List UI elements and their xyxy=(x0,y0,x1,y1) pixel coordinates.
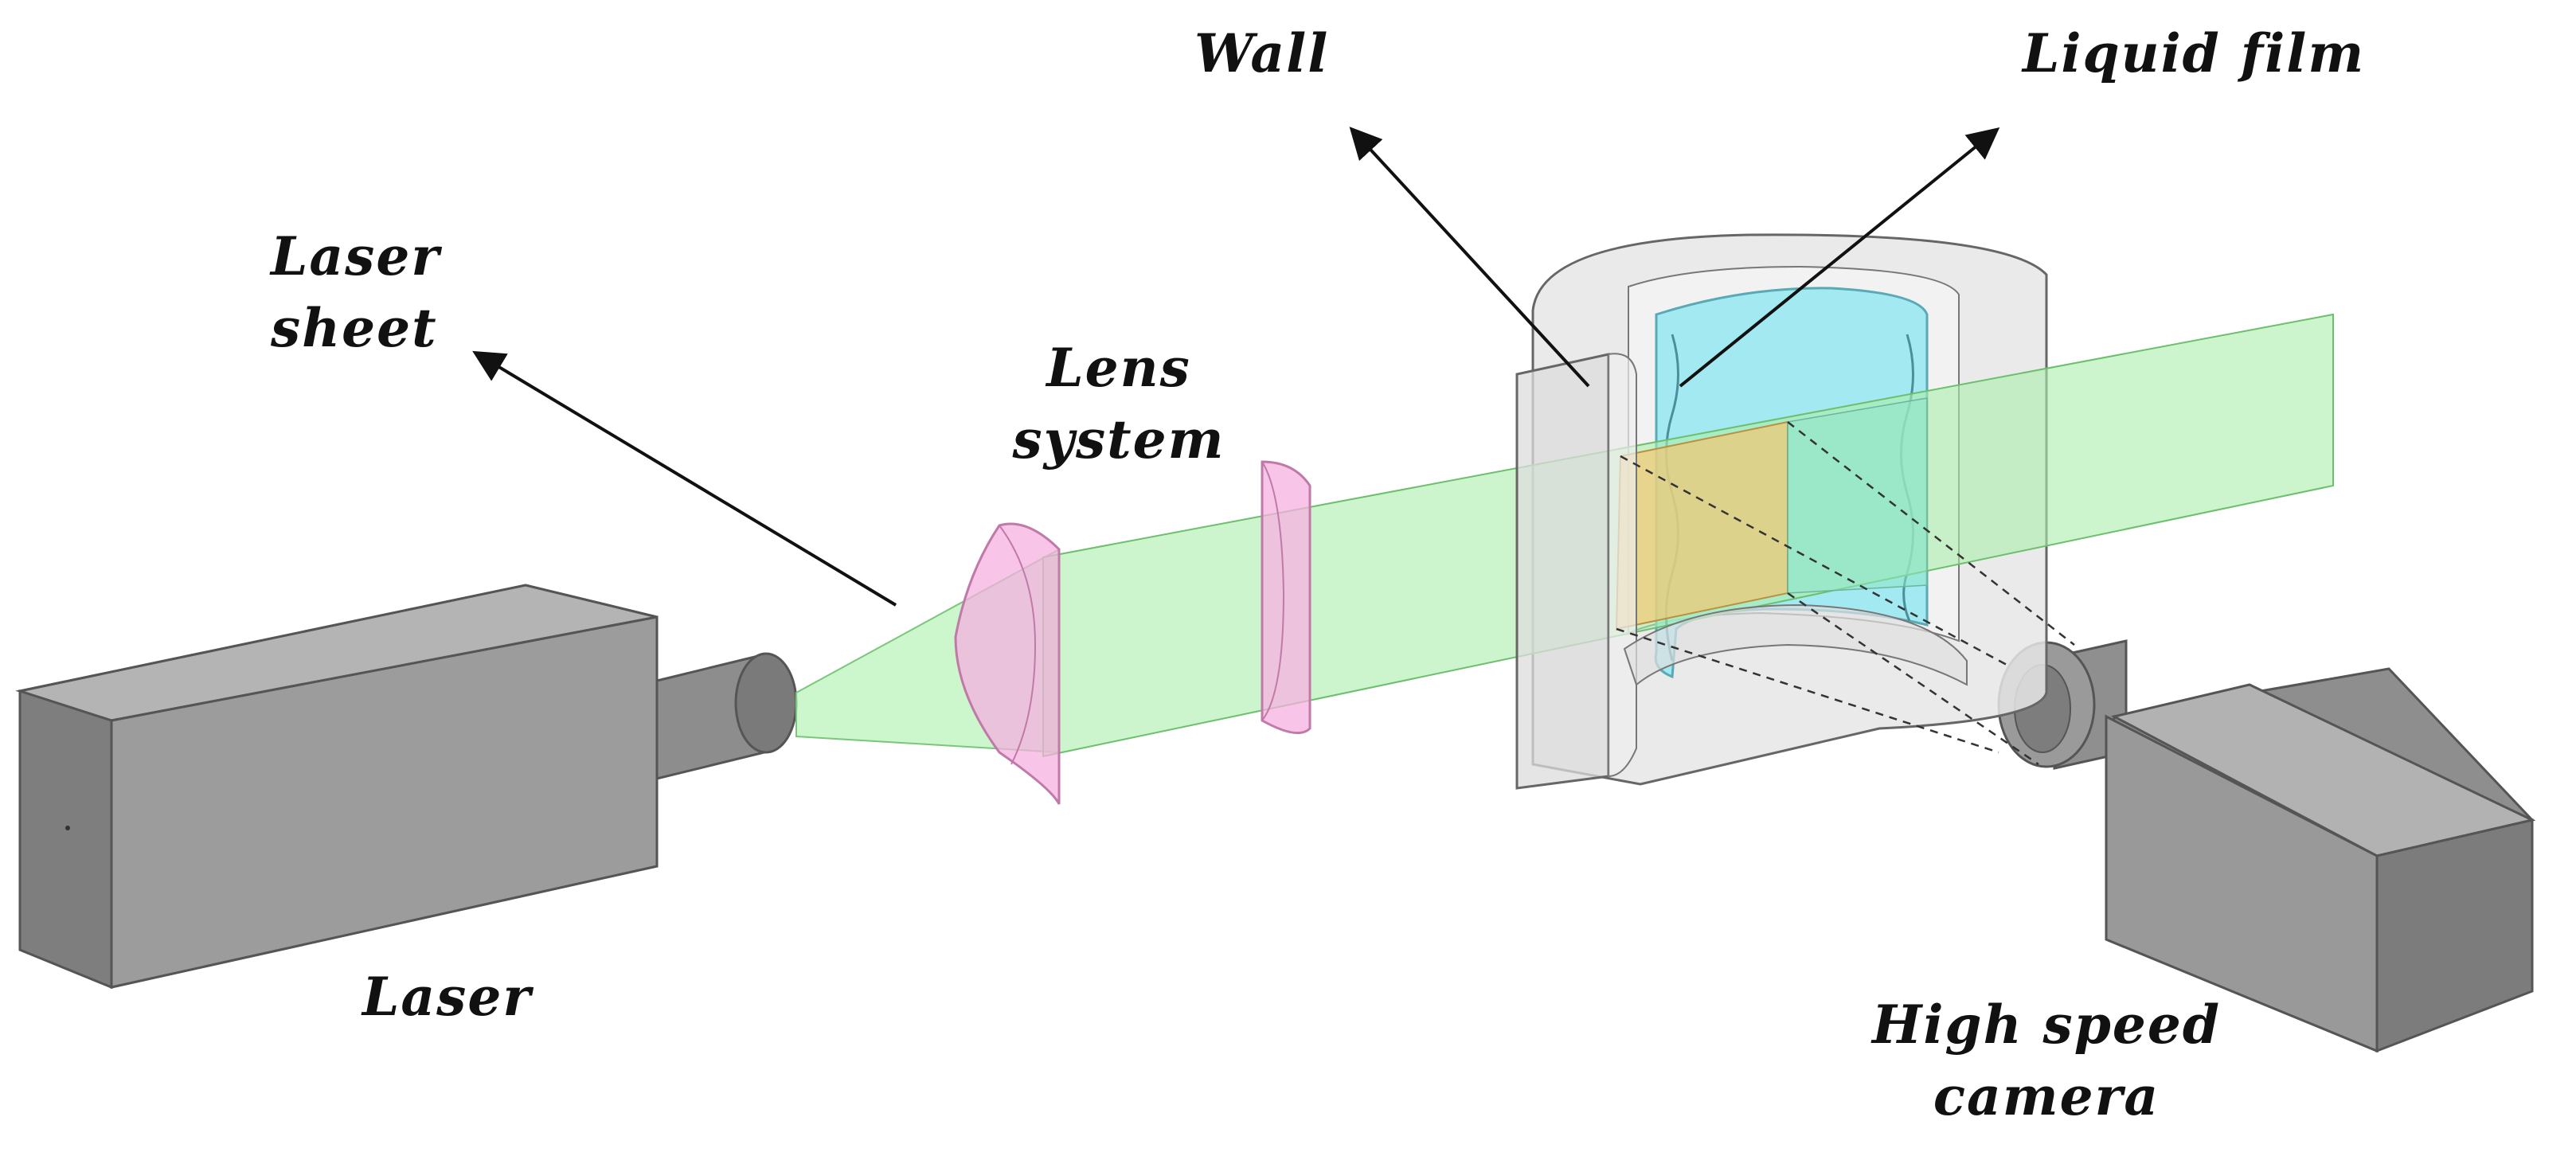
camera-view-lines xyxy=(1616,421,2075,766)
laser-sheet-arrow xyxy=(472,350,897,607)
high-speed-camera xyxy=(1997,639,2536,1053)
laser-nozzle xyxy=(655,652,798,780)
lens-system-label-line1: Lens xyxy=(1046,337,1191,399)
laser-sheet-label-line1: Laser xyxy=(271,225,441,287)
wall-front xyxy=(1515,353,1968,790)
camera-label-line2: camera xyxy=(1933,1065,2160,1127)
laser-device xyxy=(15,584,659,990)
lens-cylindrical xyxy=(954,522,1061,805)
laser-label: Laser xyxy=(362,966,533,1028)
lens-system-label-line2: system xyxy=(1012,408,1225,471)
imaging-window xyxy=(1615,397,1928,631)
wall-label: Wall xyxy=(1194,22,1330,84)
laser-sheet-label-line2: sheet xyxy=(271,297,438,359)
liquid-film-label: Liquid film xyxy=(2023,22,2366,84)
wall-arrow xyxy=(1349,127,1590,388)
liquid-film-arrow xyxy=(1679,127,2000,388)
lens-collimating xyxy=(1261,460,1311,735)
annotation-arrows xyxy=(472,127,2000,607)
camera-label-line1: High speed xyxy=(1872,994,2221,1056)
